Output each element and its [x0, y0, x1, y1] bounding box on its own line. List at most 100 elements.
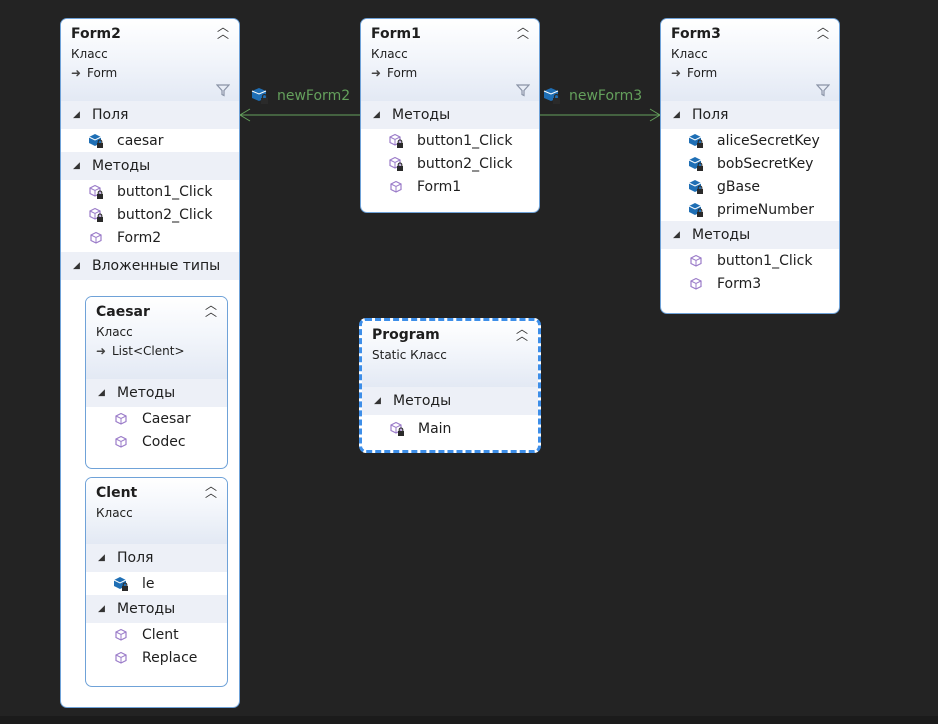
member-name: gBase [717, 178, 760, 195]
method-item[interactable]: Form1 [361, 175, 539, 198]
method-item[interactable]: Replace [86, 646, 227, 669]
method-item[interactable]: Form3 [661, 272, 839, 295]
section-fields[interactable]: ◢ Поля [86, 544, 227, 572]
section-label: Поля [92, 107, 129, 123]
class-title: Program [372, 327, 440, 343]
class-kind: Класс [71, 47, 108, 61]
filter-icon[interactable] [816, 83, 830, 97]
section-label: Поля [692, 107, 729, 123]
collapse-chevron-icon[interactable]: ︿︿ [204, 479, 217, 500]
association-name: newForm2 [277, 88, 351, 104]
collapse-chevron-icon[interactable]: ︿︿ [204, 298, 217, 319]
class-kind: Класс [671, 47, 708, 61]
method-item[interactable]: Caesar [86, 407, 227, 430]
class-box-form3[interactable]: Form3 Класс ➜ Form ︿︿ ◢ Поля aliceSecret… [660, 18, 840, 314]
public-method-icon [90, 231, 102, 244]
arrowhead-newForm2 [239, 108, 251, 122]
section-methods[interactable]: ◢ Методы [362, 387, 538, 415]
member-name: Caesar [142, 410, 191, 427]
expand-triangle-icon: ◢ [73, 110, 80, 120]
section-methods[interactable]: ◢ Методы [661, 221, 839, 249]
base-type-name: Form [87, 66, 118, 80]
collapse-chevron-icon[interactable]: ︿︿ [515, 322, 528, 343]
field-item[interactable]: primeNumber [661, 198, 839, 221]
canvas-bottom-edge [0, 716, 938, 724]
method-item[interactable]: Codec [86, 430, 227, 453]
private-method-icon [390, 421, 404, 436]
section-methods[interactable]: ◢ Методы [86, 595, 227, 623]
field-item[interactable]: bobSecretKey [661, 152, 839, 175]
collapse-chevron-icon[interactable]: ︿︿ [516, 20, 529, 41]
method-item[interactable]: Main [362, 417, 538, 440]
method-item[interactable]: button1_Click [361, 129, 539, 152]
private-field-icon [113, 576, 128, 591]
class-box-caesar[interactable]: Caesar Класс ➜ List<Clent> ︿︿ ◢ Методы C… [85, 296, 228, 469]
member-name: Form2 [117, 229, 162, 246]
section-fields[interactable]: ◢ Поля [61, 101, 239, 129]
base-type: ➜ List<Clent> [96, 343, 217, 359]
collapse-chevron-icon[interactable]: ︿︿ [816, 20, 829, 41]
method-item[interactable]: Form2 [61, 226, 239, 249]
field-item[interactable]: le [86, 572, 227, 595]
class-header: Form1 Класс ➜ Form ︿︿ [361, 19, 539, 101]
section-methods[interactable]: ◢ Методы [86, 379, 227, 407]
field-item[interactable]: caesar [61, 129, 239, 152]
method-item[interactable]: button2_Click [361, 152, 539, 175]
property-lock-icon [543, 88, 560, 104]
public-method-icon [390, 180, 402, 193]
section-methods[interactable]: ◢ Методы [61, 152, 239, 180]
expand-triangle-icon: ◢ [374, 396, 381, 406]
section-label: Методы [393, 393, 452, 409]
member-name: button1_Click [117, 183, 213, 200]
public-method-icon [115, 628, 127, 641]
filter-icon[interactable] [516, 83, 530, 97]
collapse-chevron-icon[interactable]: ︿︿ [216, 20, 229, 41]
section-label: Методы [692, 227, 751, 243]
class-box-clent[interactable]: Clent Класс ︿︿ ◢ Поля le ◢ Методы Clent [85, 477, 228, 687]
section-label: Методы [117, 385, 176, 401]
association-label-newForm3[interactable]: newForm3 [541, 85, 642, 107]
public-method-icon [690, 277, 702, 290]
private-method-icon [89, 207, 103, 222]
member-name: Codec [142, 433, 186, 450]
member-name: button1_Click [417, 132, 513, 149]
property-lock-icon [251, 88, 268, 104]
section-nested-types[interactable]: ◢ Вложенные типы [61, 252, 239, 280]
class-kind: Static Класс [372, 348, 447, 362]
private-field-icon [88, 133, 103, 148]
method-item[interactable]: Clent [86, 623, 227, 646]
expand-triangle-icon: ◢ [73, 161, 80, 171]
inheritance-arrow-icon: ➜ [671, 66, 682, 80]
class-title: Caesar [96, 304, 150, 320]
private-field-icon [688, 202, 703, 217]
section-label: Методы [117, 601, 176, 617]
private-field-icon [688, 156, 703, 171]
class-kind: Класс [371, 47, 408, 61]
base-type-name: List<Clent> [112, 344, 185, 358]
member-name: Form1 [417, 178, 462, 195]
class-header: Form3 Класс ➜ Form ︿︿ [661, 19, 839, 101]
class-box-form2[interactable]: Form2 Класс ➜ Form ︿︿ ◢ Поля caesar ◢ Ме… [60, 18, 240, 708]
class-title: Form2 [71, 26, 121, 42]
field-item[interactable]: gBase [661, 175, 839, 198]
member-name: button1_Click [717, 252, 813, 269]
base-type: ➜ Form [671, 65, 829, 81]
public-method-icon [115, 435, 127, 448]
class-title: Clent [96, 485, 138, 501]
class-box-form1[interactable]: Form1 Класс ➜ Form ︿︿ ◢ Методы button1_C… [360, 18, 540, 213]
section-methods[interactable]: ◢ Методы [361, 101, 539, 129]
field-item[interactable]: aliceSecretKey [661, 129, 839, 152]
method-item[interactable]: button2_Click [61, 203, 239, 226]
method-item[interactable]: button1_Click [661, 249, 839, 272]
expand-triangle-icon: ◢ [673, 110, 680, 120]
class-title: Form1 [371, 26, 421, 42]
member-name: Main [418, 420, 452, 437]
filter-icon[interactable] [216, 83, 230, 97]
class-box-program[interactable]: Program Static Класс ︿︿ ◢ Методы Main [359, 318, 541, 453]
member-name: button2_Click [117, 206, 213, 223]
association-label-newForm2[interactable]: newForm2 [249, 85, 350, 107]
method-item[interactable]: button1_Click [61, 180, 239, 203]
section-fields[interactable]: ◢ Поля [661, 101, 839, 129]
member-name: Replace [142, 649, 198, 666]
expand-triangle-icon: ◢ [73, 261, 80, 271]
